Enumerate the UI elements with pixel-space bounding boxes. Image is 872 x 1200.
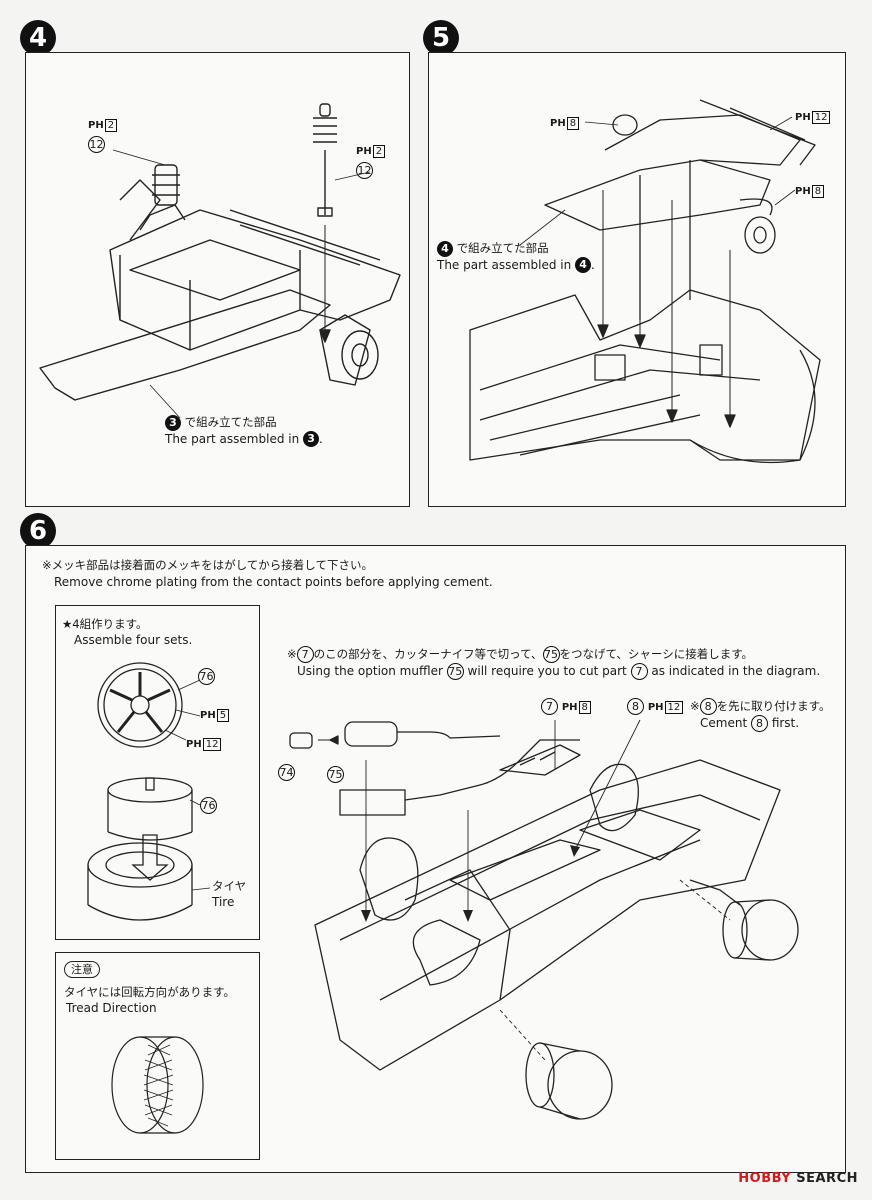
cement-note-en: Cement 8 first. [700, 715, 800, 732]
step-4-panel [25, 52, 410, 507]
part-75-label: 75 [327, 766, 344, 783]
step-4-ref: 4 [437, 240, 453, 257]
caution-jp: タイヤには回転方向があります。 [64, 985, 236, 999]
tire-label: タイヤ Tire [212, 879, 247, 909]
step-6-number: 6 [28, 516, 48, 546]
muffler-note-en: Using the option muffler 75 will require… [297, 663, 821, 680]
caution-box [55, 952, 260, 1160]
step-5-badge: 5 [423, 20, 459, 56]
caution-label: 注意 [64, 961, 100, 978]
four-sets-box [55, 605, 260, 940]
step-3-ref: 3 [165, 414, 181, 431]
caution-en: Tread Direction [66, 1001, 157, 1015]
step-4-badge: 4 [20, 20, 56, 56]
step-6-badge: 6 [20, 513, 56, 549]
part-12-ref: 12 [356, 162, 373, 179]
step-5-caption: 4 で組み立てた部品 The part assembled in 4. [437, 240, 595, 273]
chrome-note-jp: ※メッキ部品は接着面のメッキをはがしてから接着して下さい。 [42, 558, 373, 572]
chrome-note-en: Remove chrome plating from the contact p… [54, 575, 493, 589]
four-sets-en: Assemble four sets. [74, 633, 193, 647]
hobby-search-watermark: HOBBY SEARCH [738, 1171, 858, 1186]
four-sets-jp: ★4組作ります。 [62, 617, 148, 631]
part-74-label: 74 [278, 764, 295, 781]
wheel-76-label: 76 [198, 668, 215, 685]
step-5-number: 5 [431, 23, 451, 53]
step-6-panel [25, 545, 846, 1173]
step-4-caption: 3 で組み立てた部品 The part assembled in 3. [165, 414, 323, 447]
rim-76-label: 76 [200, 797, 217, 814]
step-4-number: 4 [28, 23, 48, 53]
part-12-ref: 12 [88, 136, 105, 153]
